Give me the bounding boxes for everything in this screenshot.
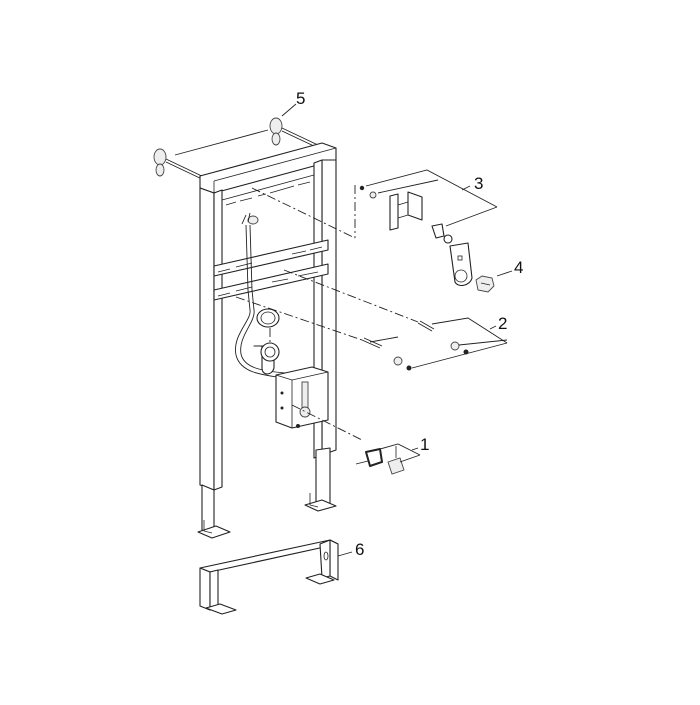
alignment-line-2b: [235, 296, 363, 341]
callout-bracket-3-mid: [377, 179, 439, 194]
installation-frame: [197, 142, 337, 539]
callout-bracket-2-a: [369, 336, 399, 343]
callout-label-3: 3: [474, 174, 484, 193]
alignment-line-3: [251, 187, 356, 239]
wall-hook-right-icon: [269, 117, 319, 148]
callout-bracket-3-bottom: [445, 206, 498, 227]
alignment-line-2a: [283, 269, 419, 323]
floor-base-frame-icon: [199, 539, 339, 615]
callout-label-1: 1: [420, 435, 430, 454]
callout-bracket-2-b: [458, 339, 508, 346]
callout-label-4: 4: [514, 258, 524, 277]
callout-bracket-2-top: [431, 317, 508, 344]
callout-bracket-2-c: [411, 342, 508, 369]
callout-leader-1: [411, 447, 419, 451]
callout-bracket-1-top: [379, 443, 421, 456]
callout-bracket-3-top: [365, 169, 498, 208]
cap-nut-icon: [475, 275, 495, 293]
waste-connector-icon: [253, 308, 280, 375]
threaded-rod-icon: [361, 320, 469, 371]
control-module-icon: [355, 446, 405, 475]
callout-leader-3: [461, 185, 471, 191]
callout-label-5: 5: [296, 89, 306, 108]
callout-line-5-bracket: [174, 129, 269, 156]
callout-label-6: 6: [355, 540, 365, 559]
callout-leader-6: [337, 551, 353, 557]
valve-mounting-box: [275, 366, 329, 429]
mounting-bracket-icon: [359, 185, 473, 287]
callout-bracket-1-bottom: [399, 454, 421, 463]
wall-hook-left-icon: [153, 148, 207, 181]
callout-leader-5: [281, 103, 297, 117]
callout-label-2: 2: [498, 314, 508, 333]
callout-leader-2: [489, 325, 497, 330]
callout-leader-4: [496, 270, 513, 277]
alignment-line-1: [291, 404, 363, 441]
